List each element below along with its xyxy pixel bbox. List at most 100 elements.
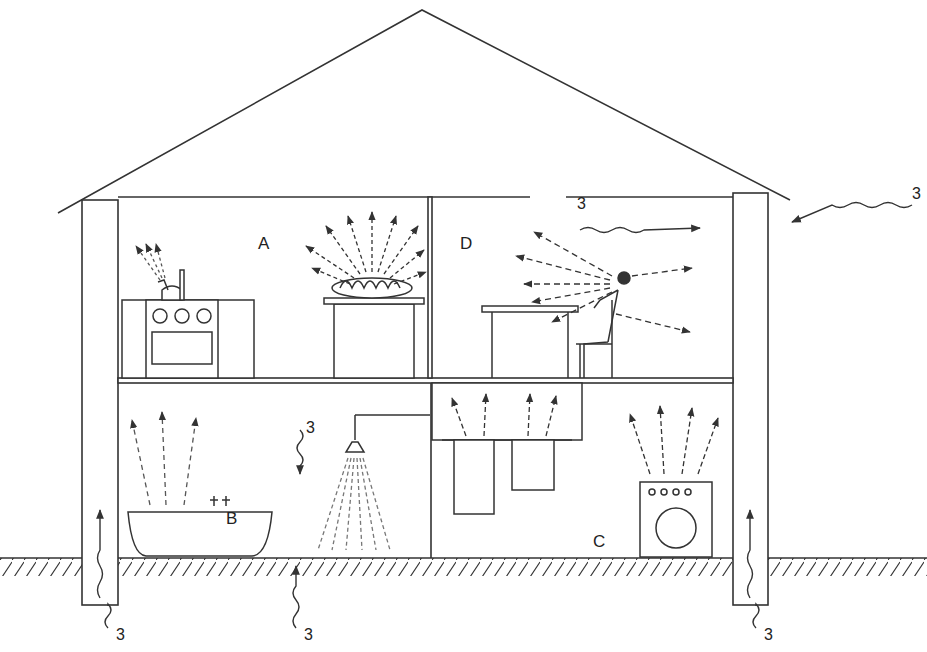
- steam-arrow: [136, 246, 160, 280]
- roof: [58, 10, 790, 213]
- bath-vapour-arrows: [132, 412, 196, 505]
- cooker-body: [146, 300, 218, 378]
- room-area: A: [118, 197, 428, 378]
- kettle: [162, 286, 182, 300]
- ground-hatch: [0, 558, 927, 576]
- steam-arrows: [136, 244, 165, 280]
- vapour-arrow: [132, 420, 150, 505]
- desk-top: [482, 306, 578, 312]
- body-arrow: [532, 288, 610, 302]
- desk-leg: [491, 312, 493, 378]
- knob: [673, 489, 679, 495]
- bathtub: [128, 415, 430, 556]
- machine-door: [656, 508, 696, 548]
- ceiling: [118, 196, 530, 198]
- room-letter: A: [258, 235, 269, 252]
- heat-arrow: [312, 268, 350, 284]
- callout-number: 3: [764, 627, 773, 643]
- wavy-arrow: [297, 430, 303, 474]
- moisture-arrow: [660, 406, 664, 474]
- wavy-arrow: [792, 203, 912, 223]
- knob: [685, 489, 691, 495]
- room-letter: C: [593, 533, 605, 550]
- moisture-arrow: [484, 394, 486, 436]
- moisture-arrow: [630, 414, 650, 474]
- heat-arrow: [390, 250, 424, 278]
- kettle-spout: [158, 280, 168, 290]
- callout-number: 3: [577, 196, 586, 212]
- wavy-arrow: [753, 604, 759, 628]
- spray-line: [346, 458, 354, 550]
- body-arrow: [534, 232, 612, 276]
- desk-and-person: [482, 272, 630, 378]
- moisture-arrow: [452, 398, 466, 436]
- heat-arrow: [394, 272, 426, 284]
- moisture-arrow: [546, 396, 556, 436]
- spray-line: [360, 458, 376, 550]
- spray-line: [332, 458, 351, 550]
- body-arrow: [632, 268, 692, 276]
- moisture-arrow: [698, 418, 718, 474]
- cabinet-top: [324, 298, 424, 304]
- wavy-arrow: [748, 510, 753, 598]
- spray-line: [357, 458, 362, 550]
- left-wall: [82, 200, 118, 605]
- moisture-arrow: [682, 408, 692, 474]
- room-area: B: [118, 383, 430, 558]
- steam-arrow: [146, 244, 162, 278]
- pipe: [180, 270, 184, 300]
- callout-number: 3: [116, 627, 125, 643]
- heat-arrows: [306, 212, 426, 284]
- knob: [661, 489, 667, 495]
- chair-leg: [579, 344, 581, 378]
- person-head: [618, 272, 630, 284]
- moisture-ingress-arrows: [98, 203, 913, 629]
- moisture-arrows: [452, 394, 718, 474]
- wavy-arrow: [293, 566, 299, 628]
- towel: [512, 440, 554, 490]
- towel: [454, 440, 494, 514]
- callout-number: 3: [912, 186, 921, 202]
- stove: [122, 270, 254, 378]
- heat-arrow: [378, 216, 396, 272]
- drying-cabinet: [432, 383, 582, 440]
- right-wall: [733, 193, 768, 605]
- partition-wall: [428, 197, 432, 378]
- knob: [649, 489, 655, 495]
- vapour-arrow: [184, 418, 196, 505]
- bathtub-body: [128, 512, 272, 556]
- wavy-arrow: [98, 510, 103, 598]
- shower-head: [346, 442, 364, 452]
- ground-line: [0, 557, 927, 559]
- room-letter: B: [226, 510, 237, 527]
- heat-arrow: [384, 226, 418, 274]
- cabinet: [334, 304, 414, 378]
- spray-line: [363, 458, 390, 550]
- washing-machine: [640, 482, 712, 557]
- house-structure: [0, 10, 927, 605]
- desk-leg: [567, 312, 569, 378]
- body-arrow: [524, 283, 610, 284]
- shower-pipe: [355, 415, 430, 440]
- body-arrow: [616, 314, 690, 332]
- body-arrow: [552, 292, 612, 322]
- callout-number: 3: [306, 420, 315, 436]
- heater-coil: [340, 281, 400, 288]
- kitchen-counter: [122, 300, 254, 378]
- wavy-arrow: [105, 604, 111, 628]
- callout-number: 3: [304, 627, 313, 643]
- shower-spray: [318, 458, 390, 550]
- body-arrow: [516, 256, 610, 280]
- taps: [210, 496, 230, 506]
- heat-arrow: [371, 212, 372, 272]
- chair-back: [611, 300, 613, 378]
- heater-coil: [332, 278, 412, 298]
- vapour-arrow: [162, 412, 166, 505]
- heat-arrow: [348, 216, 366, 272]
- steam-arrow: [156, 244, 165, 278]
- room-letter: D: [460, 235, 472, 252]
- spray-line: [318, 458, 348, 550]
